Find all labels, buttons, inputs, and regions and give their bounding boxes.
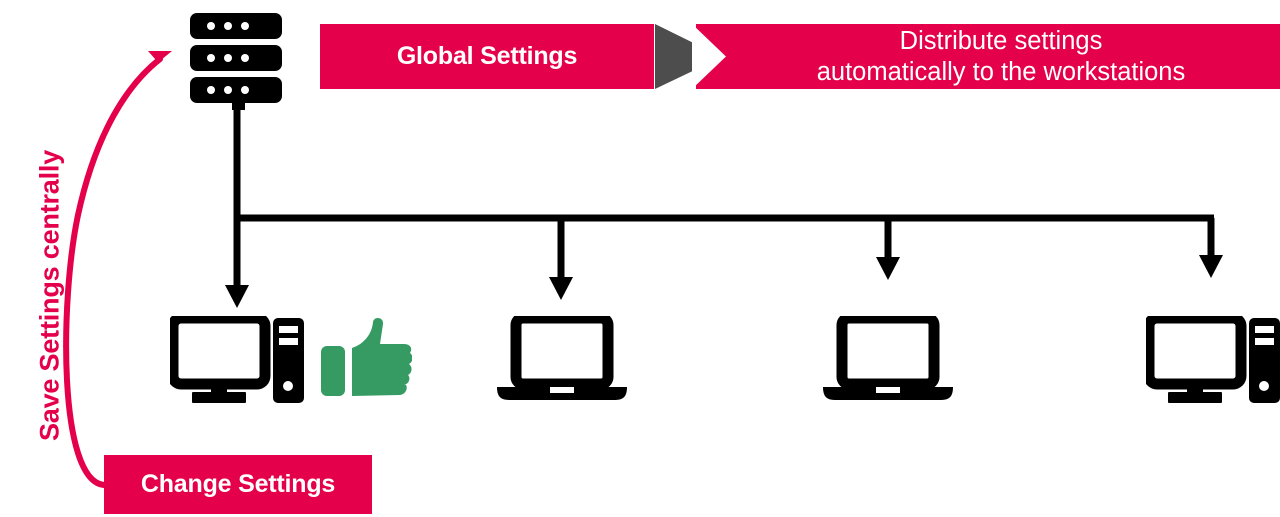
banner-distribute-line2: automatically to the workstations bbox=[816, 57, 1186, 86]
distribution-arrow-4-head bbox=[1199, 255, 1223, 278]
play-triangle-icon bbox=[655, 24, 722, 89]
feedback-arrow-head bbox=[145, 51, 172, 73]
desktop-pc-icon bbox=[1143, 312, 1280, 404]
banner-change-settings[interactable]: Change Settings bbox=[104, 455, 372, 514]
desktop-pc-icon bbox=[167, 312, 304, 404]
banner-distribute-line1: Distribute settings bbox=[899, 27, 1103, 56]
feedback-arrow-curve bbox=[63, 56, 163, 488]
distribution-arrow-1-head bbox=[225, 285, 249, 308]
distribution-arrow-2-head bbox=[549, 277, 573, 300]
server-icon bbox=[188, 10, 286, 110]
laptop-icon bbox=[496, 312, 628, 404]
laptop-icon bbox=[822, 312, 954, 404]
thumbs-up-icon bbox=[320, 318, 413, 400]
banner-global-settings[interactable]: Global Settings bbox=[320, 24, 654, 89]
vertical-title-save-settings-centrally: Save Settings centrally bbox=[34, 149, 65, 442]
distribution-arrow-3-head bbox=[876, 257, 900, 280]
banner-distribute-settings[interactable]: Distribute settings automatically to the… bbox=[696, 24, 1280, 89]
